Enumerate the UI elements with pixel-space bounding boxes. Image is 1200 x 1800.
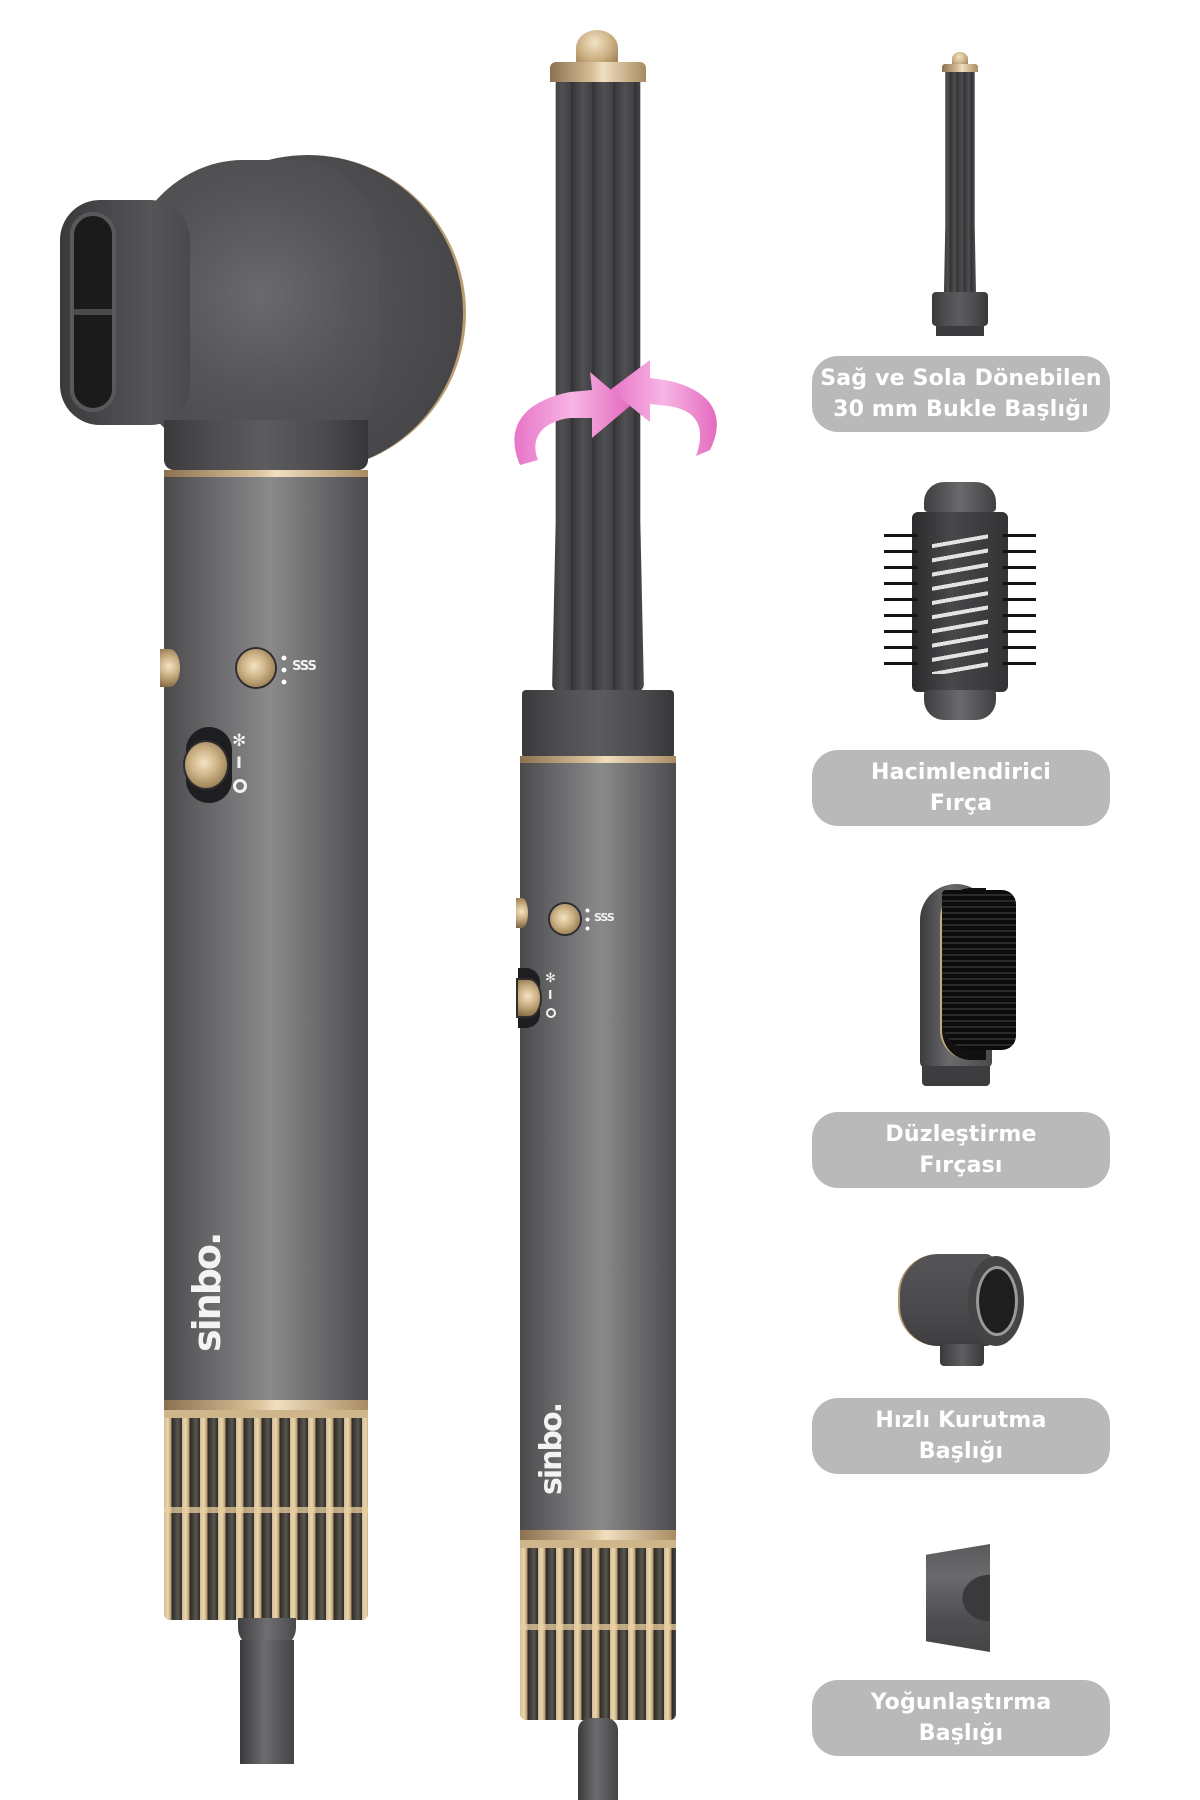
accessory-label-curling-barrel: Sağ ve Sola Dönebilen 30 mm Bukle Başlığ… [812,356,1110,432]
rotate-arrows-icon [514,360,717,465]
heat-symbol: SSS [292,659,317,674]
styler-power-switch[interactable] [518,980,540,1016]
air-intake-grille [164,1410,368,1620]
label-line1: Hızlı Kurutma [875,1408,1047,1433]
power-switch[interactable] [185,742,227,788]
label-line1: Hacimlendirici [871,760,1051,785]
accessories-column: Sağ ve Sola Dönebilen 30 mm Bukle Başlığ… [800,0,1200,1800]
brand-logo: sinbo. [185,1233,229,1352]
styler-heat-level-dots [585,906,590,933]
label-line2: Başlığı [918,1721,1004,1746]
curling-barrel-icon [930,52,990,340]
styler-power-cable [578,1718,618,1800]
styler-off-icon [546,1008,556,1018]
straightening-brush-icon [918,880,1018,1090]
gold-ring-top [164,470,368,477]
label-line1: Yoğunlaştırma [870,1690,1052,1715]
off-icon [233,779,247,793]
heat-setting-button[interactable] [237,649,275,687]
styler-side-knob[interactable] [516,898,528,928]
heat-level-dots [281,652,287,686]
round-volume-brush-icon [880,478,1040,728]
accessory-label-straightening-brush: Düzleştirme Fırçası [812,1112,1110,1188]
label-line1: Sağ ve Sola Dönebilen [820,366,1102,391]
accessory-label-concentrator-nozzle: Yoğunlaştırma Başlığı [812,1680,1110,1756]
power-cable-cord [240,1640,294,1764]
barrel-collar [522,690,674,758]
styler-brand-logo: sinbo. [534,1404,569,1495]
nozzle-divider [74,309,112,315]
hot-air-styler: SSS ✻ I sinbo. [480,0,740,1800]
dryer-handle [164,477,368,1402]
barrel-cap [550,62,646,82]
dryer-neck [164,420,368,470]
accessory-label-round-brush: Hacimlendirici Fırça [812,750,1110,826]
on-icon: I [236,753,242,772]
label-line2: Fırçası [919,1153,1003,1178]
label-line1: Düzleştirme [885,1122,1037,1147]
styler-handle [520,763,676,1533]
concentrator-nozzle-icon [926,1544,996,1654]
styler-heat-setting-button[interactable] [550,904,580,934]
accessory-label-fast-dry-nozzle: Hızlı Kurutma Başlığı [812,1398,1110,1474]
barrel-tip [576,30,618,66]
label-line2: Başlığı [918,1439,1004,1464]
cool-shot-icon: ✻ [232,731,247,751]
label-line2: Fırça [929,791,993,816]
styler-on-icon: I [548,988,553,1002]
styler-heat-symbol: SSS [594,911,615,924]
label-line2: 30 mm Bukle Başlığı [833,397,1089,422]
styler-cool-shot-icon: ✻ [545,971,556,986]
hair-dryer: SSS ✻ I O sinbo. [0,0,480,1800]
side-knob[interactable] [160,649,180,687]
styler-gold-ring-top [520,756,676,763]
styler-air-intake-grille [520,1540,676,1720]
fast-dry-nozzle-icon [896,1250,1036,1380]
